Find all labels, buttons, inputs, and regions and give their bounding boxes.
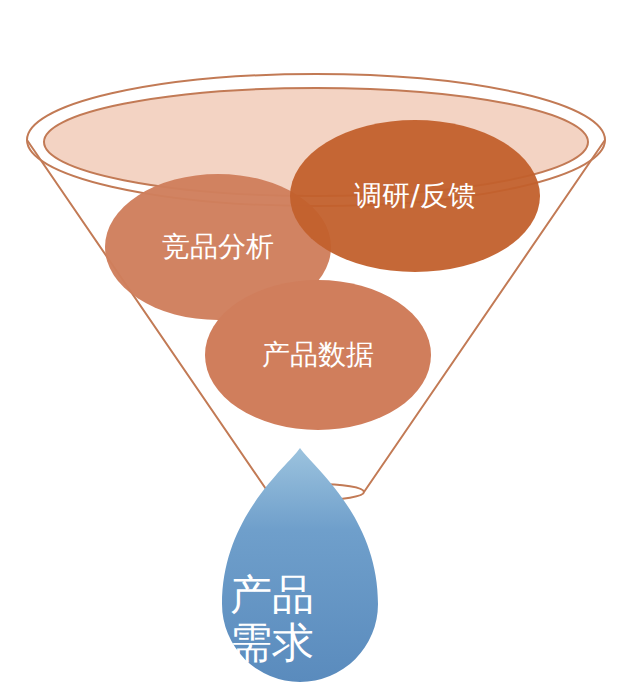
node-label: 调研/反馈 [354,180,475,212]
node-label: 竞品分析 [162,231,274,263]
data-ellipse: 产品数据 [205,280,431,430]
demand-drop: 产品 需求 [222,448,378,682]
node-label: 产品数据 [262,339,374,371]
node-label: 产品 需求 [222,571,323,668]
research-ellipse: 调研/反馈 [290,120,540,272]
